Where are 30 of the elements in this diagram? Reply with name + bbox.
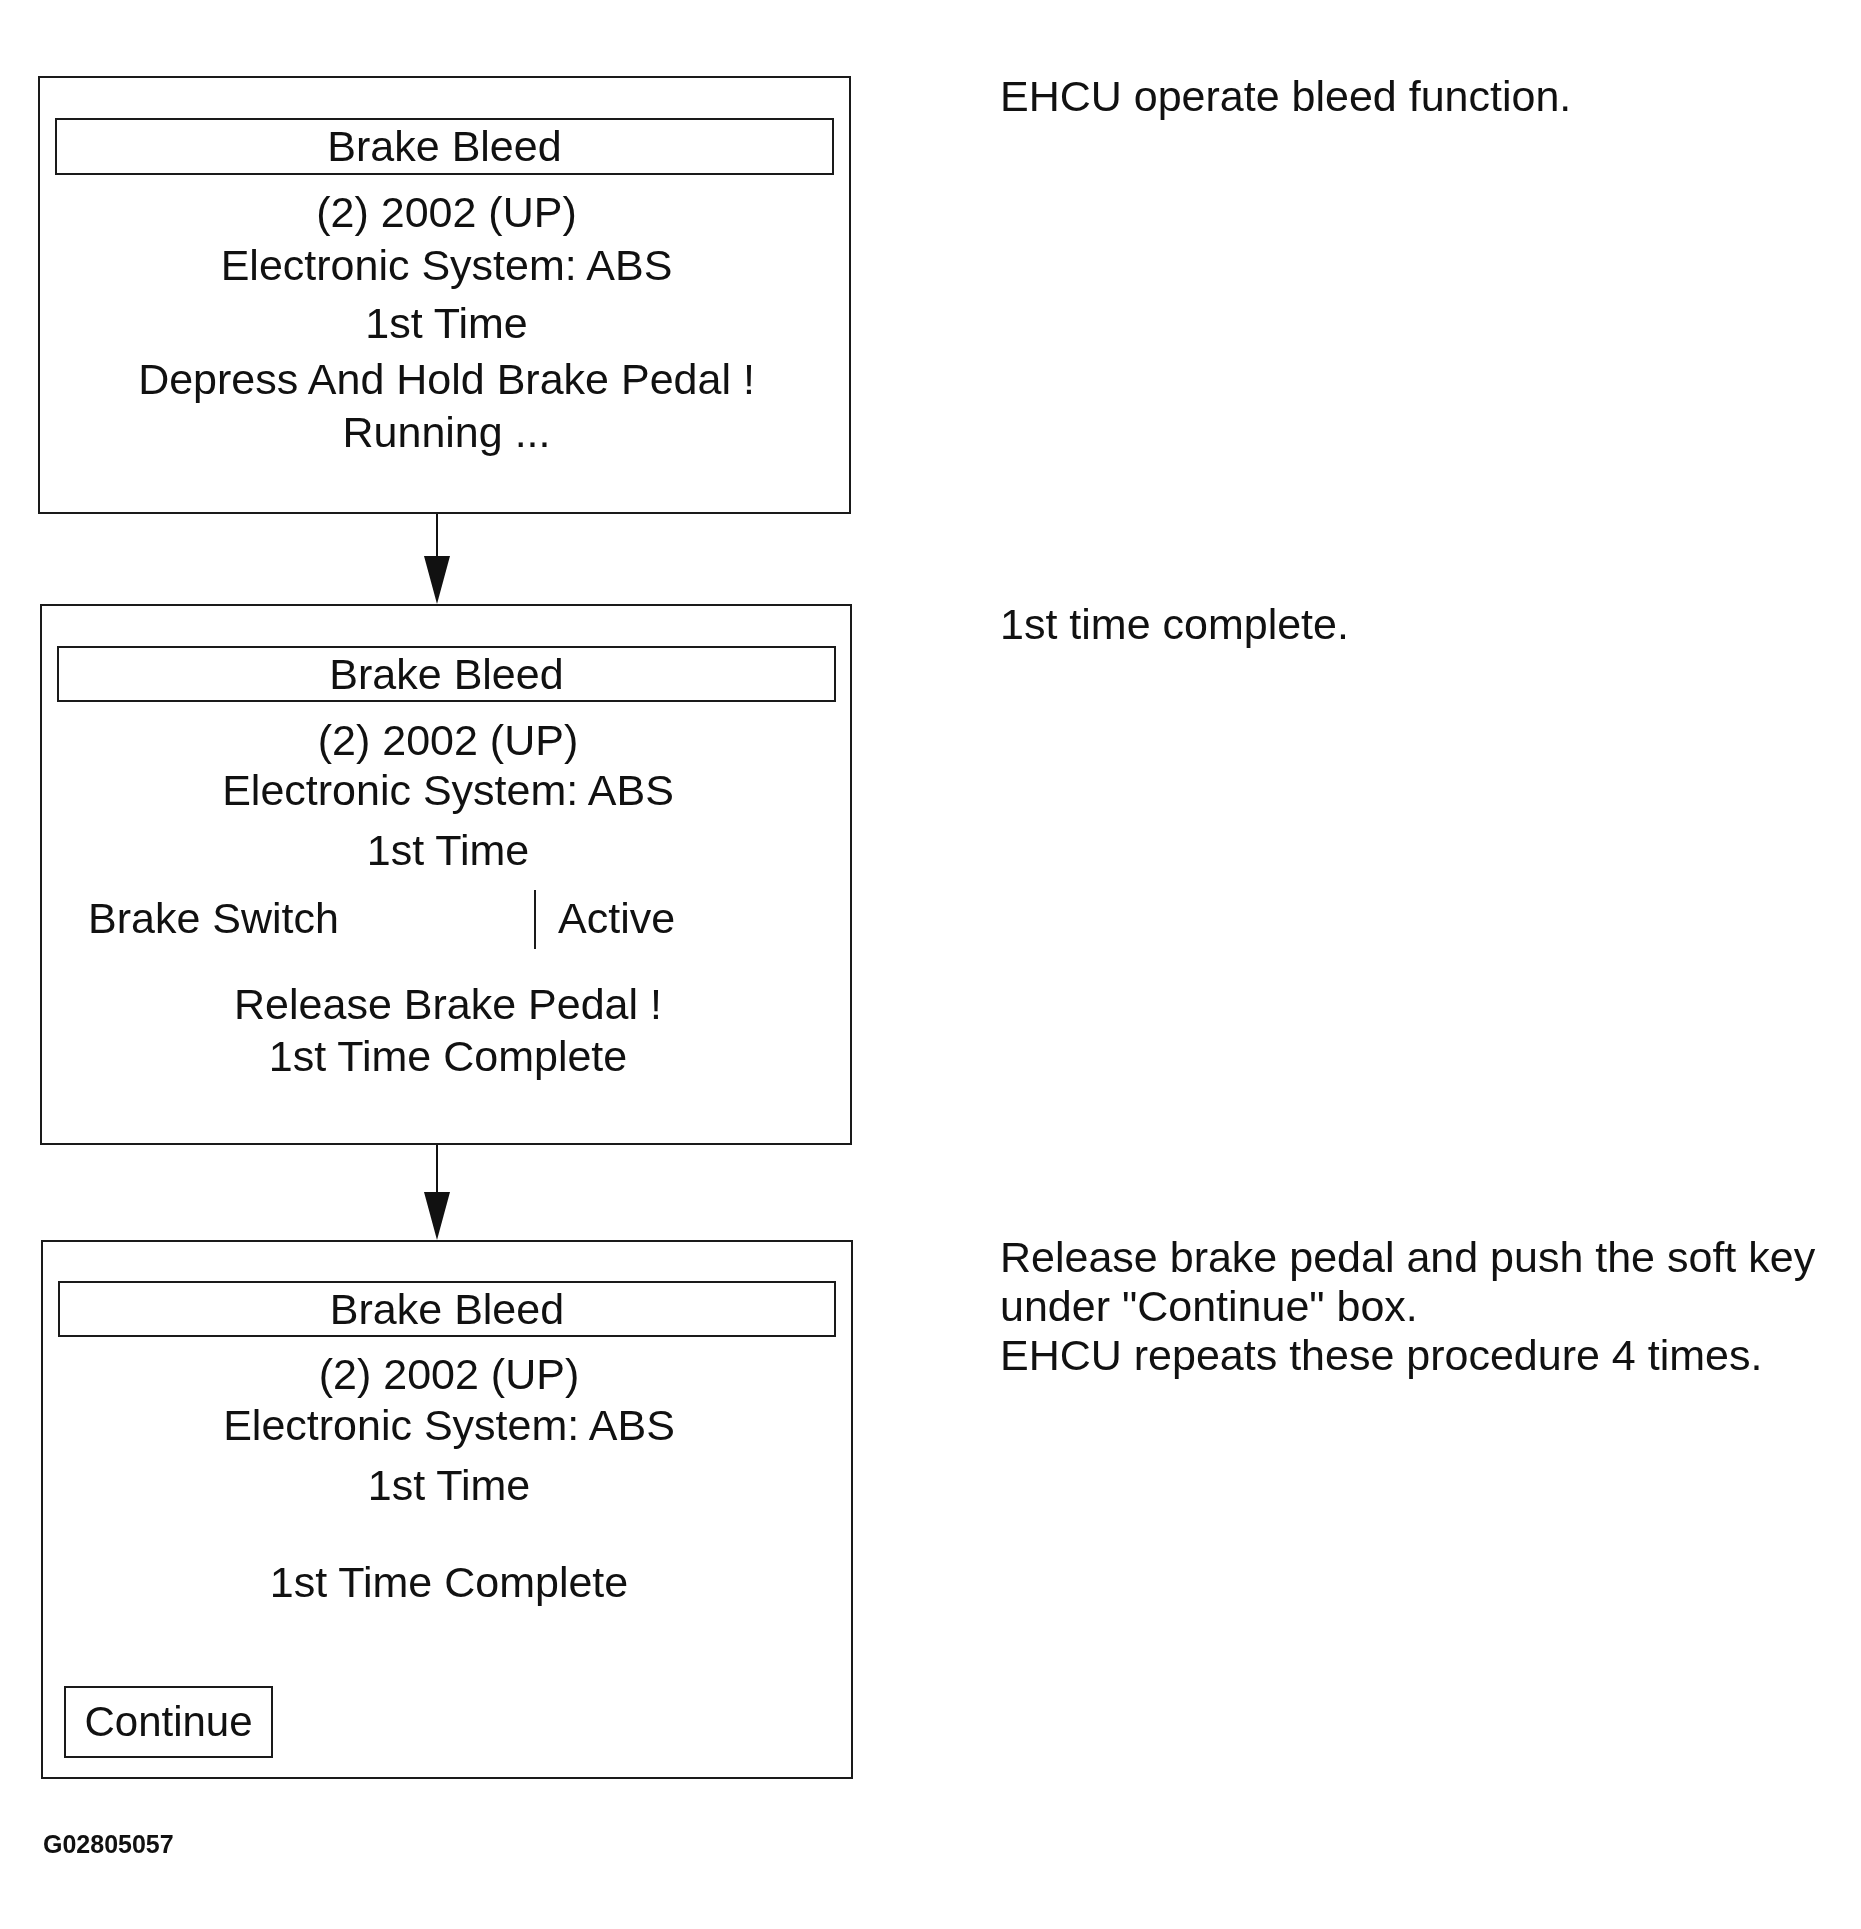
note-text: 1st time complete. — [1000, 600, 1349, 649]
title-bar: Brake Bleed — [58, 1281, 836, 1337]
system-info: Electronic System: ABS — [223, 1400, 675, 1450]
note-text: Release brake pedal and push the soft key under "Continue" box. — [1000, 1233, 1817, 1331]
status-text: 1st Time Complete — [269, 1557, 629, 1607]
note-text: EHCU operate bleed function. — [1000, 72, 1572, 121]
arrow — [424, 513, 450, 604]
instruction-text: Depress And Hold Brake Pedal ! — [138, 354, 755, 404]
screen-panel — [38, 76, 851, 514]
parameter-value: Active — [558, 893, 676, 943]
step-info: 1st Time — [365, 298, 528, 348]
step-info: 1st Time — [367, 1460, 531, 1510]
status-text: 1st Time Complete — [268, 1031, 628, 1081]
step-info: 1st Time — [366, 825, 530, 875]
screen-panel — [41, 1240, 853, 1779]
parameter-name: Brake Switch — [88, 893, 339, 943]
title-bar: Brake Bleed — [55, 118, 834, 175]
soft-key-label: Continue — [64, 1686, 273, 1758]
vehicle-info: (2) 2002 (UP) — [317, 715, 579, 765]
vehicle-info: (2) 2002 (UP) — [316, 187, 577, 237]
vehicle-info: (2) 2002 (UP) — [318, 1349, 580, 1399]
instruction-text: Release Brake Pedal ! — [234, 979, 662, 1029]
figure-id: G02805057 — [43, 1829, 174, 1859]
system-info: Electronic System: ABS — [220, 240, 673, 290]
system-info: Electronic System: ABS — [222, 765, 674, 815]
screen-panel — [40, 604, 852, 1145]
note-text: EHCU repeats these procedure 4 times. — [1000, 1331, 1763, 1380]
arrow — [424, 1144, 450, 1240]
status-text: Running ... — [342, 407, 551, 457]
title-bar: Brake Bleed — [57, 646, 836, 702]
